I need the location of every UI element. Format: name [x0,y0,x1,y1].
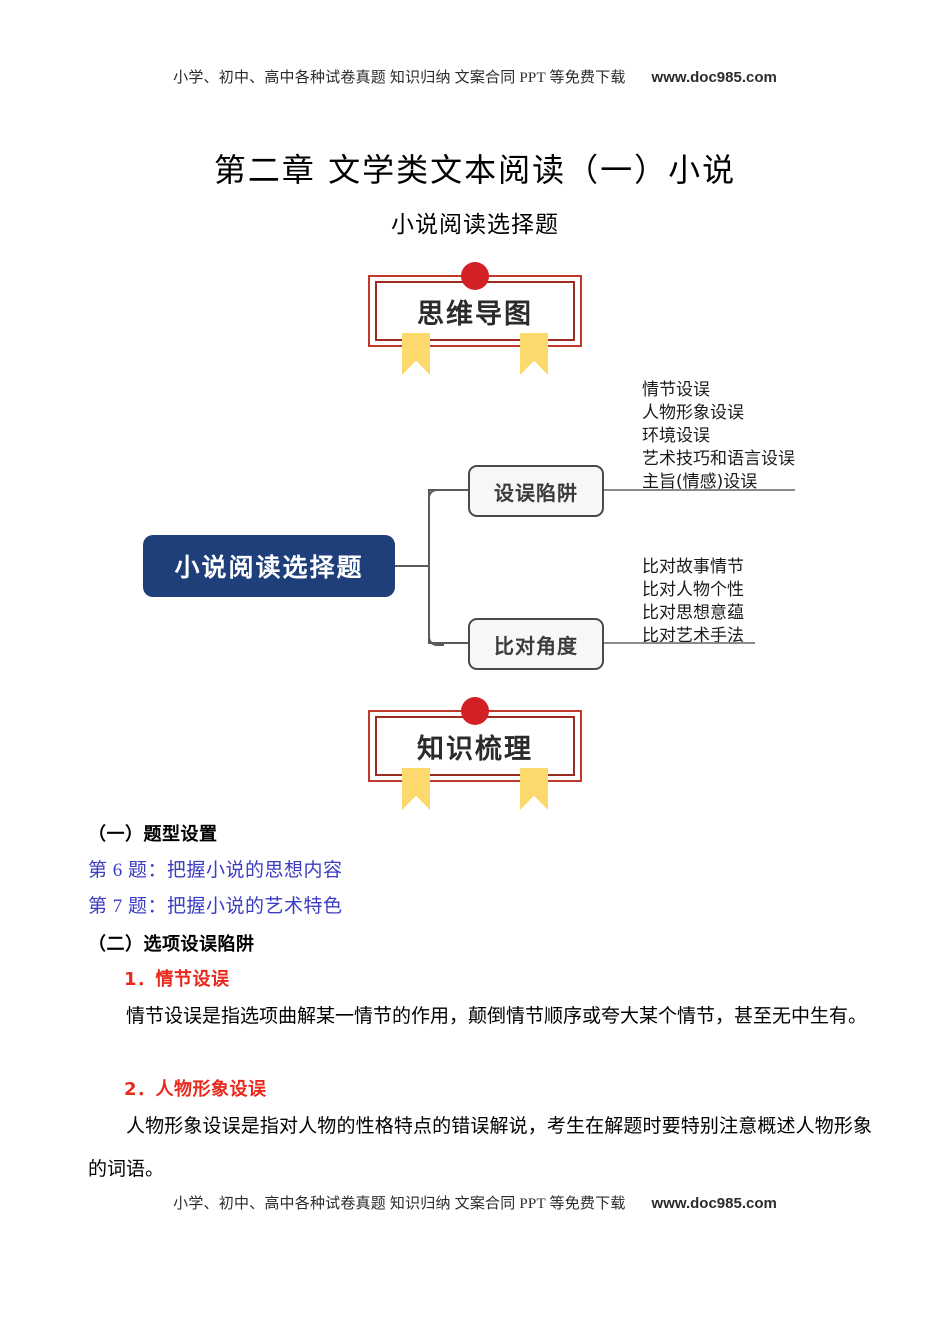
list-item: 环境设误 [642,426,710,446]
list-item: 比对思想意蕴 [642,603,744,623]
page-title: 第二章 文学类文本阅读（一）小说 [213,151,737,189]
list-item: 人物形象设误 [642,403,744,423]
mindmap-node-traps: 设误陷阱 [468,465,604,517]
knowledge-banner: 知识梳理 [368,697,582,810]
page-subtitle: 小说阅读选择题 [391,212,559,238]
mindmap-leafline-angles [600,642,755,644]
header-watermark-text: 小学、初中、高中各种试卷真题 知识归纳 文案合同 PPT 等免费下载 [173,70,626,86]
mindmap-connector-arm-top [428,489,470,491]
banner-inner-frame [375,281,575,341]
mindmap-banner: 思维导图 [368,262,582,375]
mindmap-node-angles: 比对角度 [468,618,604,670]
footer-watermark-site: www.doc985.com [651,1195,777,1212]
mindmap-leaf-list-traps: 情节设误 人物形象设误 环境设误 艺术技巧和语言设误 主旨(情感)设误 [642,379,795,494]
question-7-line: 第 7 题：把握小说的艺术特色 [88,896,343,917]
header-watermark: 小学、初中、高中各种试卷真题 知识归纳 文案合同 PPT 等免费下载 www.do… [0,66,950,87]
footer-watermark-text: 小学、初中、高中各种试卷真题 知识归纳 文案合同 PPT 等免费下载 [173,1196,626,1212]
mindmap-connector-stem [395,565,430,567]
banner-circle-icon [461,697,489,725]
banner-circle-icon [461,262,489,290]
mindmap-connector-arm-bottom [428,642,470,644]
list-item: 比对故事情节 [642,557,744,577]
mindmap-center-node: 小说阅读选择题 [143,535,395,597]
header-watermark-site: www.doc985.com [651,69,777,86]
list-item: 比对艺术手法 [642,626,744,646]
footer-watermark: 小学、初中、高中各种试卷真题 知识归纳 文案合同 PPT 等免费下载 www.do… [0,1192,950,1213]
list-item: 主旨(情感)设误 [642,472,758,492]
mindmap-leaf-list-angles: 比对故事情节 比对人物个性 比对思想意蕴 比对艺术手法 [642,556,744,648]
paragraph-plot-error: 情节设误是指选项曲解某一情节的作用，颠倒情节顺序或夸大某个情节，甚至无中生有。 [126,1006,868,1027]
section-heading-option-traps: （二）选项设误陷阱 [88,934,255,955]
question-6-line: 第 6 题：把握小说的思想内容 [88,860,343,881]
mindmap-connector-spine [428,489,430,642]
mindmap-connector-corner-top [428,489,444,505]
banner-inner-frame [375,716,575,776]
knowledge-banner-label: 知识梳理 [417,733,533,765]
list-item: 情节设误 [642,380,710,400]
list-item: 艺术技巧和语言设误 [642,449,795,469]
list-item: 比对人物个性 [642,580,744,600]
mindmap-banner-label: 思维导图 [417,298,533,330]
subheading-plot-error: 1．情节设误 [124,969,230,990]
mindmap-diagram: 小说阅读选择题 设误陷阱 比对角度 情节设误 人物形象设误 环境设误 艺术技巧和… [0,370,950,690]
mindmap-leafline-traps [600,489,795,491]
mindmap-connector-corner-bottom [428,630,444,646]
section-heading-question-types: （一）题型设置 [88,824,218,845]
subheading-character-error: 2．人物形象设误 [124,1079,267,1100]
paragraph-character-error: 人物形象设误是指对人物的性格特点的错误解说，考生在解题时要特别注意概述人物形象的… [88,1116,872,1180]
